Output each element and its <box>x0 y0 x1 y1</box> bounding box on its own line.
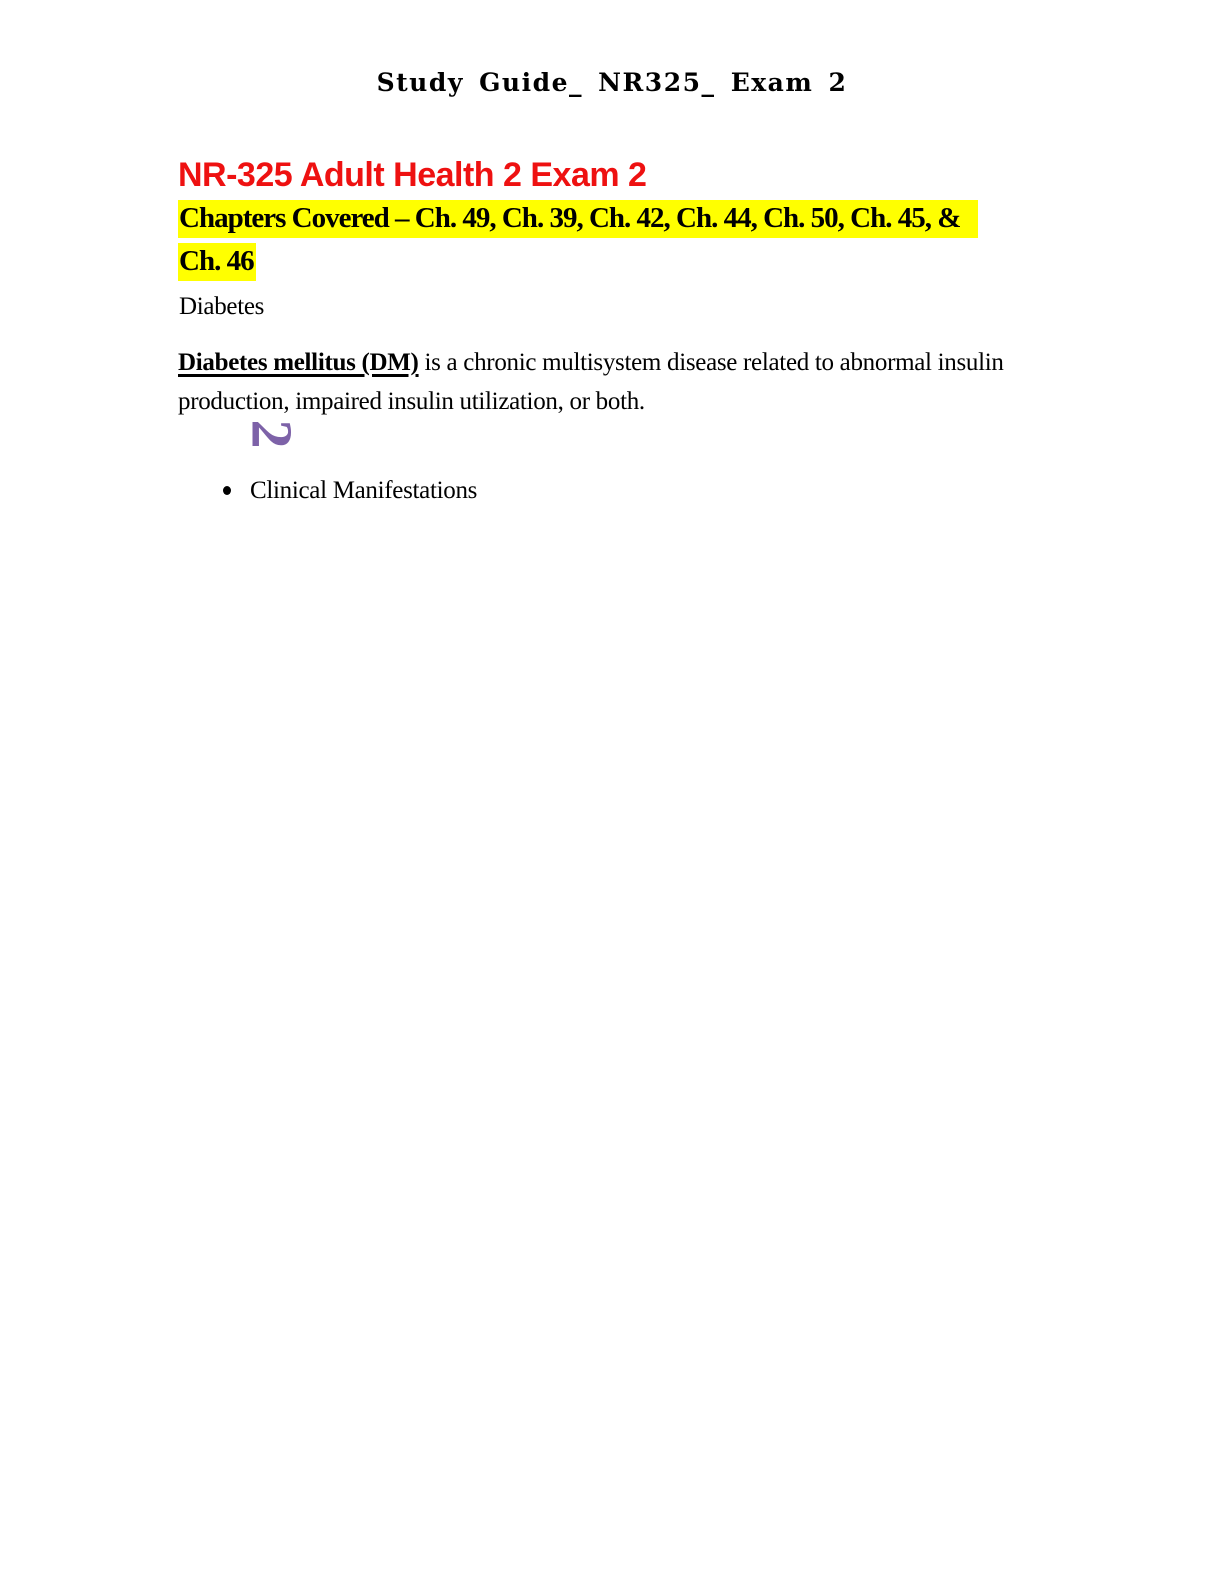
section-label: Diabetes <box>179 293 265 320</box>
definition-term: Diabetes mellitus (DM) <box>178 349 419 376</box>
rotated-two-glyph: 2 <box>239 419 305 449</box>
bullet-list: Clinical Manifestations <box>178 476 477 506</box>
chapters-line1-highlight: Chapters Covered – Ch. 49, Ch. 39, Ch. 4… <box>178 200 979 238</box>
chapters-line2-highlight: Ch. 46 <box>178 243 256 281</box>
bullet-text: Clinical Manifestations <box>250 477 478 504</box>
page-header: Study Guide_ NR325_ Exam 2 <box>376 68 848 97</box>
list-item: Clinical Manifestations <box>178 476 477 506</box>
decorative-glyph-row: 2 <box>240 404 305 464</box>
chapters-covered: Chapters Covered – Ch. 49, Ch. 39, Ch. 4… <box>178 197 979 283</box>
definition-text: is a chronic multisystem disease related… <box>178 349 1004 415</box>
definition-paragraph: Diabetes mellitus (DM) is a chronic mult… <box>178 343 1113 421</box>
document-title: NR-325 Adult Health 2 Exam 2 <box>178 156 647 194</box>
bullet-icon <box>223 486 231 495</box>
